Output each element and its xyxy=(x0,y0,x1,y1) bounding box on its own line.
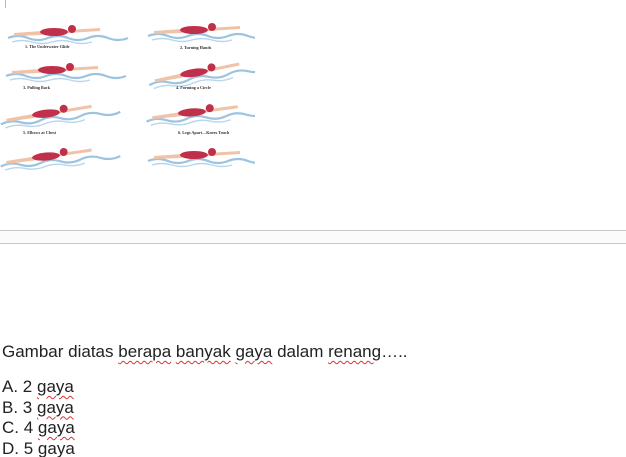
question-word: renang xyxy=(328,342,382,361)
question-word: gaya xyxy=(235,342,273,361)
horizontal-rule xyxy=(0,230,626,244)
option-d: D. 5 gaya xyxy=(2,439,75,457)
text-cursor xyxy=(5,0,6,8)
option-word: gaya xyxy=(37,418,75,437)
answer-options: A. 2 gaya B. 3 gaya C. 4 gaya D. 5 gaya xyxy=(2,377,75,457)
caption-1: 1. The Underwater Glide xyxy=(25,44,70,49)
option-label: C. 4 xyxy=(2,418,34,437)
option-label: D. 5 xyxy=(2,438,34,457)
caption-5: 5. Elbows at Chest xyxy=(23,130,57,135)
option-c: C. 4 gaya xyxy=(2,418,75,439)
question-word: banyak xyxy=(175,342,231,361)
option-label: B. 3 xyxy=(2,397,33,417)
question-word: dalam xyxy=(277,342,324,361)
option-label: A. 2 xyxy=(2,377,33,396)
option-a: A. 2 gaya xyxy=(2,377,75,398)
caption-2: 2. Turning Hands xyxy=(180,45,212,50)
option-word: gaya xyxy=(36,377,74,396)
question-word: Gambar diatas xyxy=(2,342,114,361)
question-word: berapa xyxy=(118,342,172,361)
option-b: B. 3 gaya xyxy=(2,398,75,419)
option-word: gaya xyxy=(37,438,75,457)
swimming-figures-image: 1. The Underwater Glide 2. Turning Hands… xyxy=(0,21,255,174)
option-word: gaya xyxy=(36,397,74,417)
caption-3: 3. Pulling Back xyxy=(23,85,51,90)
swimming-illustration: 1. The Underwater Glide 2. Turning Hands… xyxy=(0,8,255,176)
question-ellipsis: ….. xyxy=(381,342,408,361)
question-text: Gambar diatas berapa banyak gaya dalam r… xyxy=(2,342,408,362)
caption-6: 6. Legs Apart—Knees Touch xyxy=(178,130,230,135)
caption-4: 4. Forming a Circle xyxy=(176,85,211,90)
